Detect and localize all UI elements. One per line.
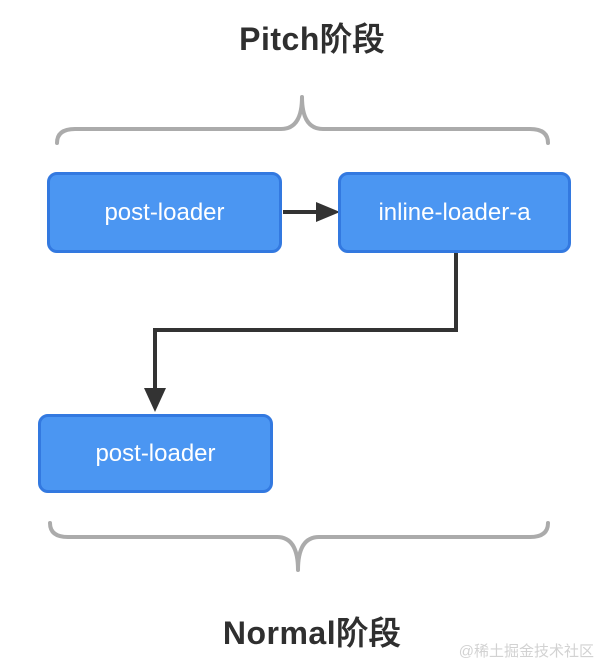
pitch-phase-title: Pitch阶段 (239, 21, 385, 57)
node-post-loader-pitch: post-loader (47, 172, 282, 253)
top-brace (55, 95, 550, 145)
arrow-postloader-to-inlineloader (283, 202, 340, 222)
arrow-down-head-icon (144, 388, 166, 412)
node-inline-loader-a: inline-loader-a (338, 172, 571, 253)
arrow-inlineloader-to-postloader (144, 253, 458, 412)
arrow-right-head-icon (316, 202, 340, 222)
normal-phase-title: Normal阶段 (222, 615, 402, 651)
bottom-brace (48, 521, 550, 572)
node-post-loader-normal: post-loader (38, 414, 273, 493)
watermark: @稀土掘金技术社区 (458, 643, 594, 660)
